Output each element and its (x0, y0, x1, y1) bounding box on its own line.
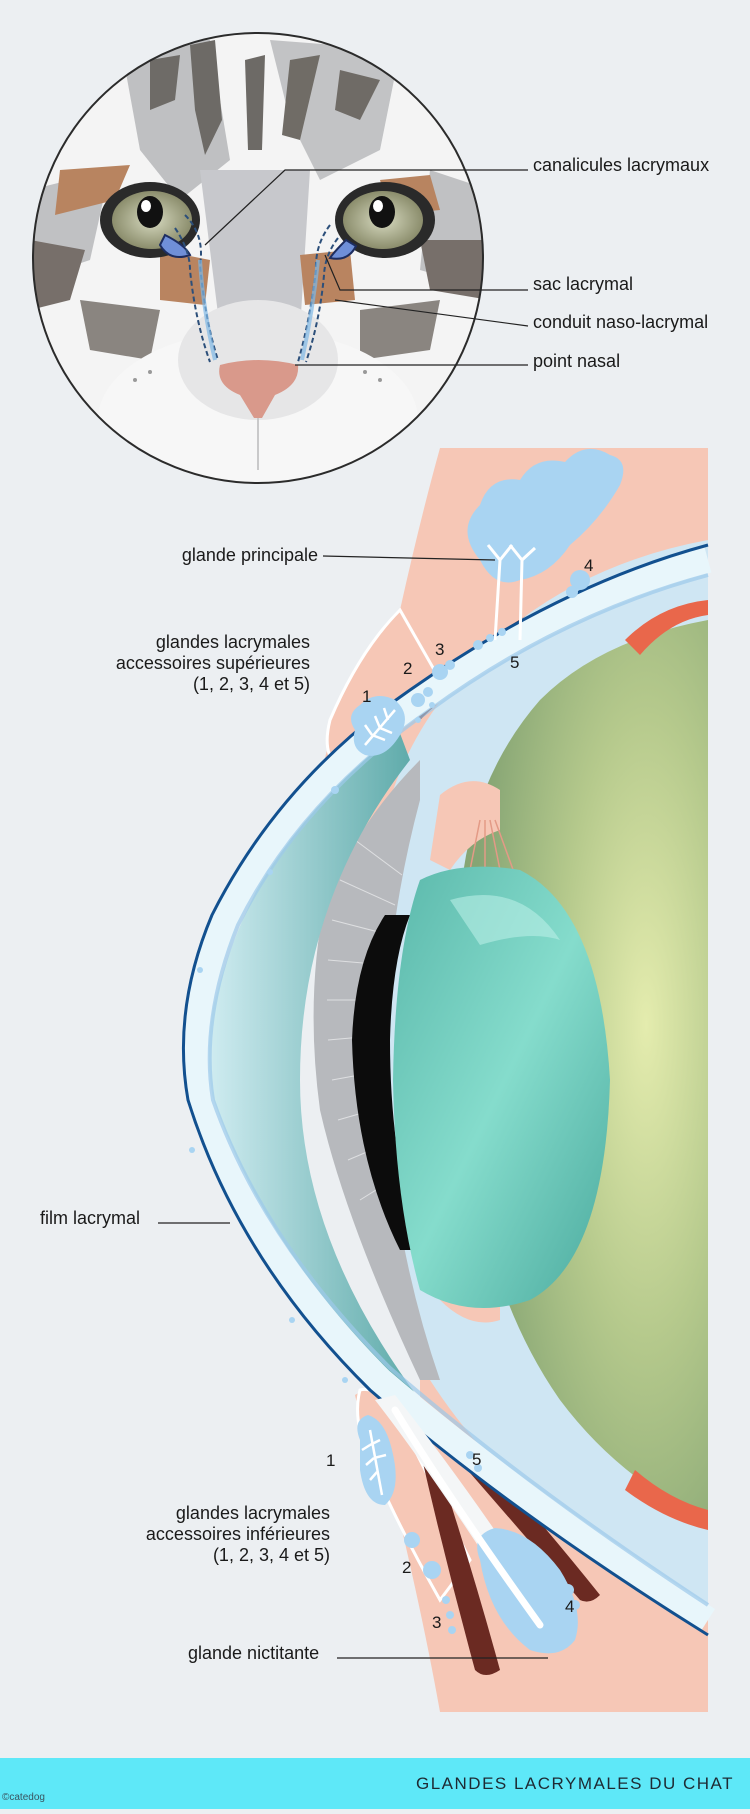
eye-leader-lines (158, 555, 548, 1659)
label-point-nasal: point nasal (533, 351, 621, 371)
lower-gland-number-5: 5 (472, 1450, 482, 1469)
label-canalicules-lacrymaux: canalicules lacrymaux (533, 155, 710, 175)
lower-gland-number-3: 3 (432, 1613, 442, 1632)
cat-face-view (32, 32, 484, 484)
footer-title: GLANDES LACRYMALES DU CHAT (416, 1774, 734, 1793)
label-glande-nictitante: glande nictitante (188, 1643, 320, 1663)
label-glande-principale: glande principale (181, 545, 318, 565)
lower-gland-number-4: 4 (565, 1597, 575, 1616)
label-lower-accessory-line1: glandes lacrymales (175, 1503, 330, 1523)
label-upper-accessory-line3: (1, 2, 3, 4 et 5) (192, 674, 310, 694)
label-film-lacrymal: film lacrymal (40, 1208, 141, 1228)
upper-gland-number-3: 3 (435, 640, 445, 659)
lower-gland-number-1: 1 (326, 1451, 336, 1470)
upper-gland-number-1: 1 (362, 687, 372, 706)
footer-bar: GLANDES LACRYMALES DU CHAT ©catedog (0, 1758, 750, 1809)
upper-gland-number-2: 2 (403, 659, 413, 678)
cat-leader-lines (204, 169, 529, 366)
label-upper-accessory-line2: accessoires supérieures (115, 653, 310, 673)
upper-gland-number-5: 5 (510, 653, 520, 672)
copyright-text: ©catedog (2, 1792, 45, 1803)
upper-gland-number-4: 4 (584, 556, 594, 575)
eye-cross-section (181, 448, 715, 1712)
label-lower-accessory-line2: accessoires inférieures (145, 1524, 330, 1544)
label-conduit-naso-lacrymal: conduit naso-lacrymal (533, 312, 709, 332)
label-upper-accessory-line1: glandes lacrymales (155, 632, 310, 652)
label-sac-lacrymal: sac lacrymal (533, 274, 634, 294)
lower-gland-number-2: 2 (402, 1558, 412, 1577)
label-lower-accessory-line3: (1, 2, 3, 4 et 5) (212, 1545, 330, 1565)
